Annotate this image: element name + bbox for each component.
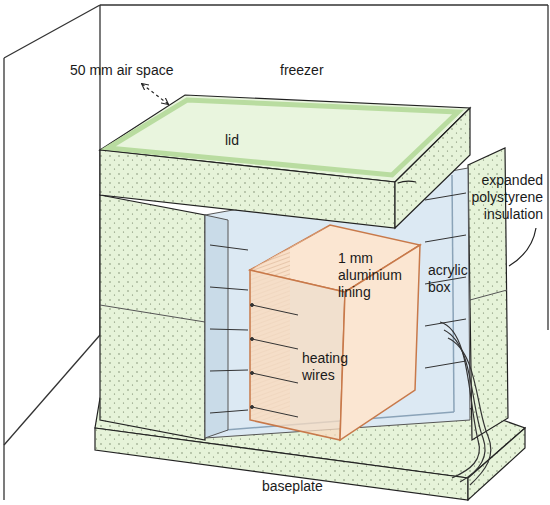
heating-wire	[252, 339, 298, 349]
heating-wire	[210, 329, 248, 330]
baseplate-label: baseplate	[262, 478, 372, 495]
dimension-label: 50 mm air space	[70, 62, 210, 79]
wall-joint	[100, 305, 205, 322]
wire-end	[251, 304, 254, 307]
aluminium-lining	[250, 225, 420, 440]
heating-wire	[425, 235, 466, 242]
heating-wire	[251, 304, 299, 418]
acrylic-wall	[205, 215, 228, 438]
left-insulation-wall	[100, 195, 205, 440]
heating-wire	[252, 407, 298, 417]
lining-label: 1 mm aluminium lining	[338, 250, 418, 301]
lid	[100, 95, 470, 228]
wall-joint	[470, 290, 507, 300]
heating-wire	[425, 193, 466, 200]
wire-end	[251, 338, 254, 341]
freezer-cabinet	[4, 5, 548, 500]
heating-wire	[425, 361, 466, 368]
heating-wires-label: heating wires	[302, 350, 364, 384]
heating-wire	[252, 373, 298, 383]
heating-wire	[210, 287, 248, 290]
air-space-dimension	[142, 84, 168, 104]
leader-line	[398, 181, 416, 183]
heating-wire	[210, 410, 248, 413]
freezer-label: freezer	[280, 62, 360, 79]
wire-end	[251, 372, 254, 375]
insulation-label: expanded polystyrene insulation	[418, 172, 543, 223]
leader-line	[509, 228, 536, 266]
heating-wire	[210, 370, 248, 371]
acrylic-label: acrylic box	[428, 262, 488, 296]
wire-end	[251, 406, 254, 409]
lid-label: lid	[225, 132, 265, 149]
heating-wire	[252, 305, 298, 315]
heating-wire	[210, 245, 248, 250]
lead-wires	[440, 322, 491, 485]
